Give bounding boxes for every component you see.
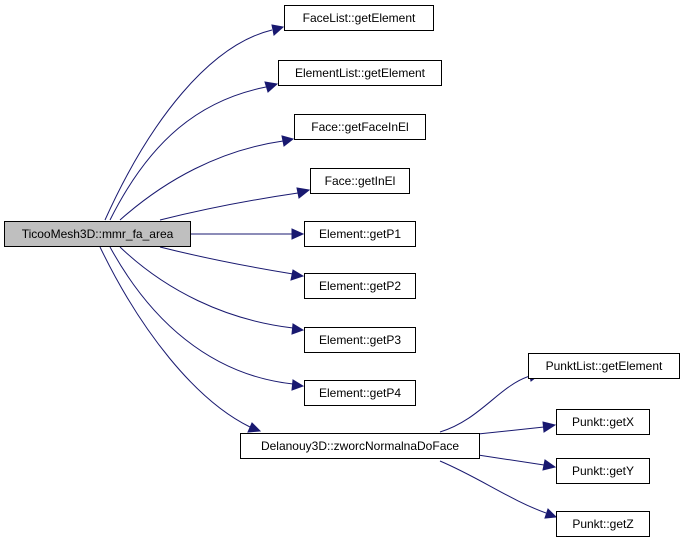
edge-delanouy-to-punkt-getz [439,460,558,519]
node-ticoomesh3d-mmr-fa-area: TicooMesh3D::mmr_fa_area [4,221,191,247]
node-element-getp3[interactable]: Element::getP3 [304,327,416,353]
edge-delanouy-to-punkt-gety [477,454,557,471]
edge-root-to-face-getinel [159,187,311,221]
edge-root-to-element-getp3 [119,246,305,335]
edge-root-to-element-getp1 [190,228,305,240]
node-facelist-getelement[interactable]: FaceList::getElement [284,5,434,31]
edge-root-to-elementlist-getelement [109,81,279,221]
node-delanouy3d-zworcnormalnadoface[interactable]: Delanouy3D::zworcNormalnaDoFace [240,433,480,459]
node-elementlist-getelement[interactable]: ElementList::getElement [278,60,442,86]
edge-delanouy-to-punktlist-getelement [439,371,542,433]
node-element-getp1[interactable]: Element::getP1 [304,221,416,247]
node-face-getfaceinel[interactable]: Face::getFaceInEl [294,114,426,140]
edge-root-to-facelist-getelement [104,24,285,221]
node-element-getp4[interactable]: Element::getP4 [304,380,416,406]
edge-root-to-element-getp2 [159,246,305,281]
edge-root-to-element-getp4 [109,246,305,391]
node-punkt-gety[interactable]: Punkt::getY [556,458,650,484]
node-punkt-getx[interactable]: Punkt::getX [556,409,650,435]
edge-root-to-face-getfaceinel [119,135,295,221]
node-element-getp2[interactable]: Element::getP2 [304,273,416,299]
node-face-getinel[interactable]: Face::getInEl [310,168,410,194]
edge-delanouy-to-punkt-getx [477,421,557,435]
node-punkt-getz[interactable]: Punkt::getZ [556,511,650,537]
node-punktlist-getelement[interactable]: PunktList::getElement [528,353,680,379]
edge-root-to-delanouy [99,246,262,433]
